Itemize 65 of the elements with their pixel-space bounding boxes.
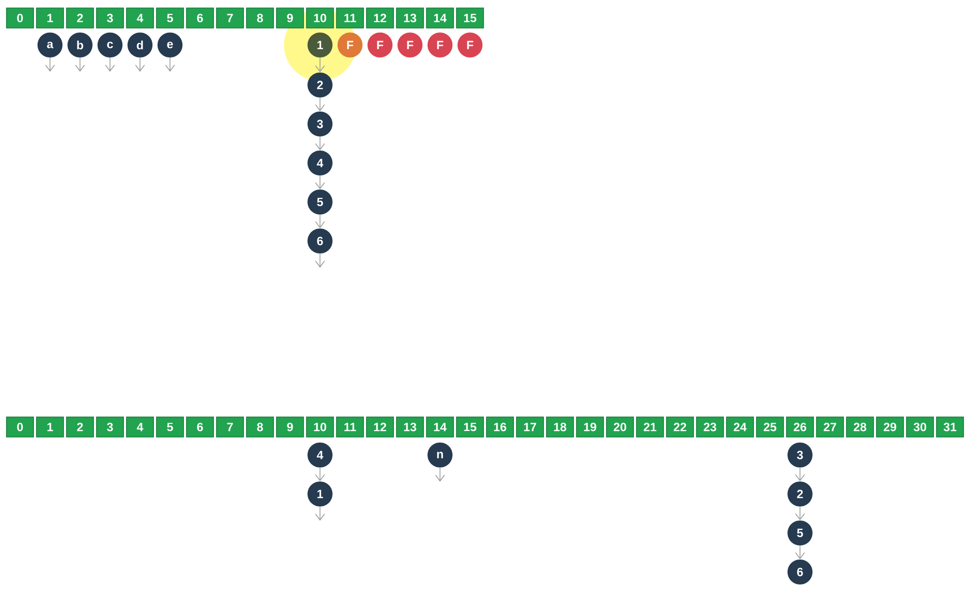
bucket-cell: 8: [246, 8, 274, 28]
bucket-cell: 6: [186, 8, 214, 28]
bucket-cell: 1: [36, 8, 64, 28]
bucket-cell: 5: [156, 416, 184, 438]
bucket-cell: 12: [366, 416, 394, 438]
arrow: [315, 97, 325, 112]
bucket-cell: 22: [666, 416, 694, 438]
arrow: [315, 136, 325, 150]
bucket-cell: 3: [96, 8, 124, 28]
arrow: [315, 467, 325, 482]
bucket-cell: 24: [726, 416, 754, 438]
bucket-cell: 1: [36, 416, 64, 438]
bucket-cell: 16: [486, 416, 514, 438]
bucket-cell: 7: [216, 8, 244, 28]
bucket-cell: 3: [96, 416, 124, 438]
bucket-cell: 27: [816, 416, 844, 438]
bucket-cell: 9: [276, 416, 304, 438]
bucket-cell: 11: [336, 8, 364, 28]
bucket-cell: 23: [696, 416, 724, 438]
bucket-cell: 10: [306, 416, 334, 438]
bucket-cell: 19: [576, 416, 604, 438]
bucket-cell: 8: [246, 416, 274, 438]
bucket-cell: 13: [396, 8, 424, 28]
arrow: [315, 175, 325, 190]
bucket-cell: 12: [366, 8, 394, 28]
bucket-cell: 28: [846, 416, 874, 438]
arrow: [135, 57, 145, 72]
bucket-cell: 21: [636, 416, 664, 438]
bucket-cell: 2: [66, 416, 94, 438]
bucket-cell: 0: [6, 8, 34, 28]
bucket-cell: 14: [426, 8, 454, 28]
arrow: [795, 467, 805, 482]
arrow: [315, 57, 325, 72]
bucket-cell: 11: [336, 416, 364, 438]
arrow: [165, 57, 175, 72]
arrow: [315, 214, 325, 228]
bucket-cell: 13: [396, 416, 424, 438]
bucket-cell: 17: [516, 416, 544, 438]
bucket-cell: 9: [276, 8, 304, 28]
bucket-cell: 14: [426, 416, 454, 438]
arrow: [435, 467, 445, 482]
bucket-cell: 29: [876, 416, 904, 438]
bucket-cell: 31: [936, 416, 964, 438]
bucket-cell: 0: [6, 416, 34, 438]
bucket-cell: 30: [906, 416, 934, 438]
arrow: [45, 57, 55, 72]
bucket-cell: 15: [456, 8, 484, 28]
arrow: [795, 506, 805, 520]
arrow: [75, 57, 85, 72]
arrow: [315, 506, 325, 521]
bucket-cell: 7: [216, 416, 244, 438]
bucket-cell: 5: [156, 8, 184, 28]
bucket-cell: 2: [66, 8, 94, 28]
arrow: [105, 57, 115, 72]
bucket-cell: 20: [606, 416, 634, 438]
bucket-cell: 6: [186, 416, 214, 438]
bucket-cell: 15: [456, 416, 484, 438]
bucket-cell: 4: [126, 8, 154, 28]
arrow: [315, 253, 325, 268]
bucket-cell: 4: [126, 416, 154, 438]
bucket-cell: 18: [546, 416, 574, 438]
arrow: [795, 545, 805, 560]
bucket-cell: 10: [306, 8, 334, 28]
bucket-cell: 26: [786, 416, 814, 438]
bucket-cell: 25: [756, 416, 784, 438]
